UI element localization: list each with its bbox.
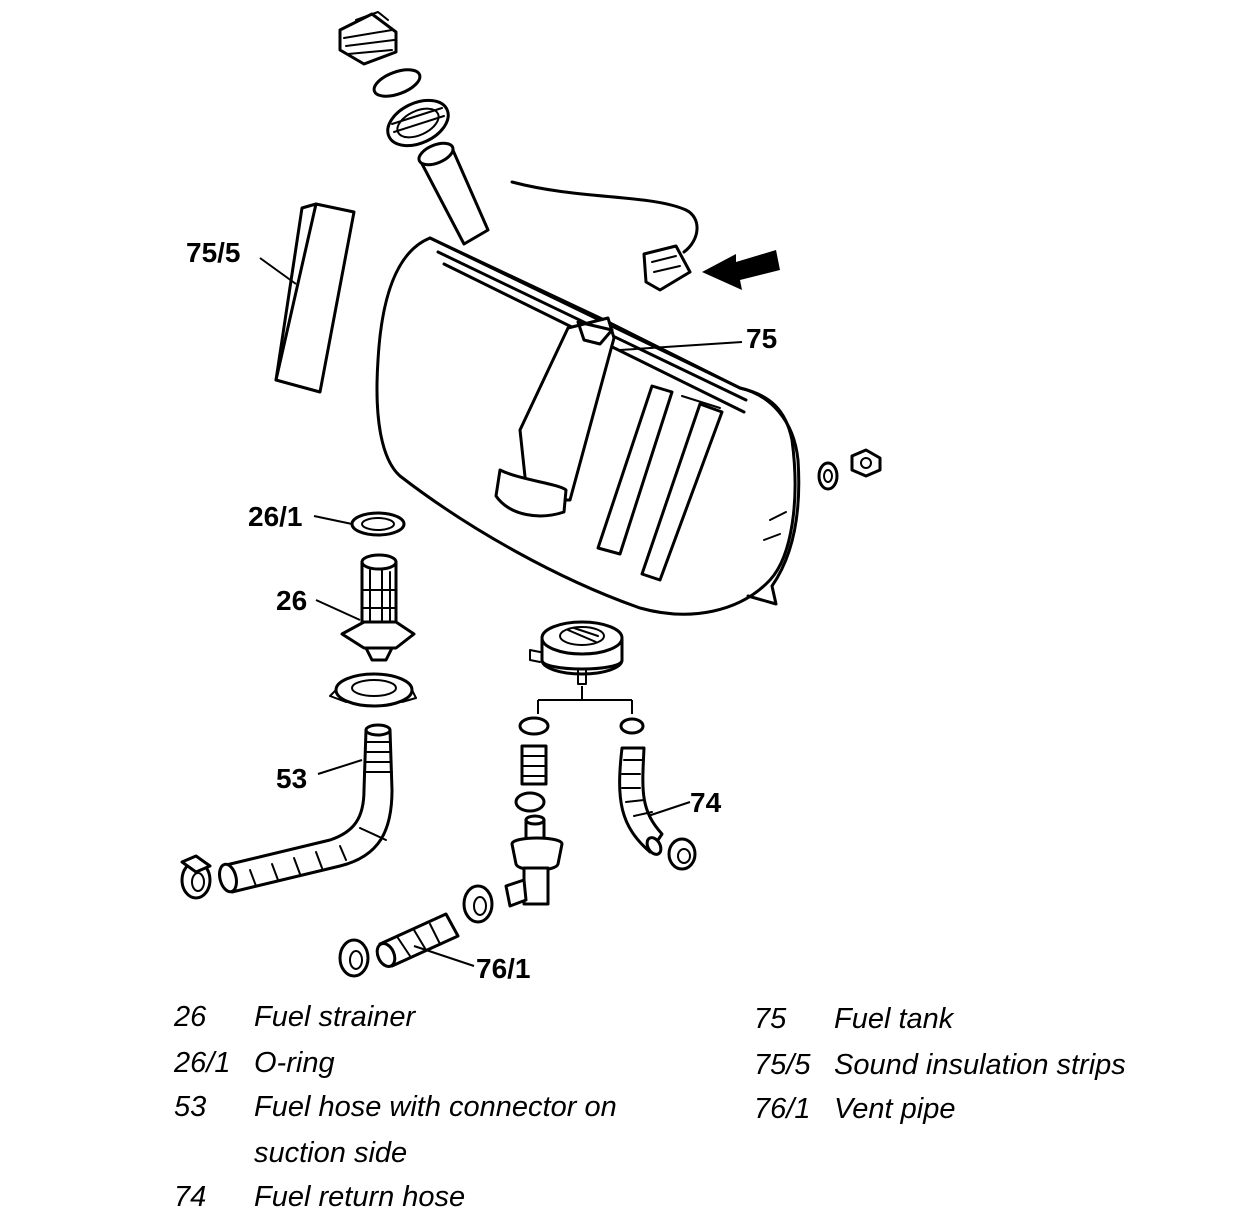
leader-75: [619, 341, 743, 351]
filler-gasket: [372, 68, 422, 98]
fuel-tank-exploded-diagram: 75/5 75 26/1 26: [180, 11, 882, 984]
fuel-strainer: [340, 553, 416, 662]
vent-valve-housing: [529, 620, 624, 685]
callout-75: 75: [746, 323, 777, 354]
callout-53: 53: [276, 763, 307, 794]
legend-description: Sound insulation strips: [834, 1049, 1126, 1081]
legend-number: 75/5: [754, 1049, 811, 1081]
o-ring: [350, 511, 406, 537]
parts-legend: 26 Fuel strainer 26/1 O-ring 53 Fuel hos…: [0, 992, 1248, 1216]
filler-neck-pipe: [417, 141, 490, 246]
leader-76-1: [413, 945, 475, 967]
washer-and-nut: [817, 448, 882, 491]
leader-53: [317, 759, 363, 775]
leader-75-5: [259, 257, 297, 285]
sender-wire-connector: [510, 180, 699, 292]
legend-description: Fuel hose with connector on: [254, 1091, 617, 1123]
legend-description: Fuel tank: [834, 1003, 954, 1035]
legend-number: 26/1: [174, 1047, 231, 1079]
hose-clamp: [180, 854, 212, 900]
callout-75-5: 75/5: [186, 237, 241, 268]
legend-description: Fuel return hose: [254, 1181, 466, 1213]
fuel-tank: [375, 236, 801, 616]
filler-neck-ring: [386, 98, 450, 148]
leader-26-1: [313, 515, 353, 525]
legend-number: 74: [174, 1181, 207, 1213]
arrow-icon: [702, 250, 780, 290]
legend-number: 53: [174, 1091, 207, 1123]
callout-26: 26: [276, 585, 307, 616]
legend-number: 75: [754, 1003, 787, 1035]
leader-74: [647, 801, 691, 817]
callout-76-1: 76/1: [476, 953, 531, 984]
vent-pipe: [338, 884, 494, 978]
sound-insulation-strip: [274, 202, 356, 394]
fuel-return-hose: [618, 717, 697, 871]
legend-description-cont: suction side: [254, 1137, 408, 1169]
legend-description: Fuel strainer: [254, 1001, 416, 1033]
leader-26: [315, 599, 361, 621]
vent-hose-parts: [504, 716, 564, 908]
callout-74: 74: [690, 787, 722, 818]
bracket-lines: [537, 686, 633, 714]
legend-description: O-ring: [254, 1047, 335, 1079]
filler-cap: [338, 11, 398, 66]
retaining-ring: [329, 672, 417, 708]
callout-26-1: 26/1: [248, 501, 303, 532]
legend-description: Vent pipe: [834, 1093, 956, 1125]
legend-number: 26: [174, 1001, 207, 1033]
legend-item: 53 Fuel hose with connector on suction s…: [174, 1084, 734, 1176]
legend-number: 76/1: [754, 1093, 811, 1125]
fuel-hose-suction: [218, 723, 394, 894]
